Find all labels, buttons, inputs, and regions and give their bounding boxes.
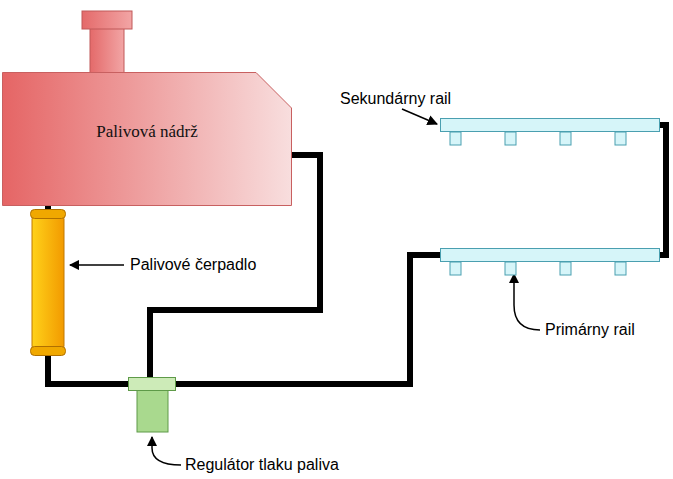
fuel-pump: Palivové čerpadlo <box>30 209 66 356</box>
injector <box>450 132 461 145</box>
node-title: Palivová nádrž <box>96 122 198 142</box>
fuel-line <box>660 125 666 255</box>
rail-shape <box>440 248 660 278</box>
injector <box>450 262 461 275</box>
pump-shape <box>30 209 66 356</box>
part-label: Palivové čerpadlo <box>130 255 256 275</box>
injector <box>560 132 571 145</box>
injector <box>505 132 516 145</box>
injector <box>505 262 516 275</box>
injector <box>615 132 626 145</box>
fuel-tank: Palivová nádrž <box>2 72 292 206</box>
injector <box>615 262 626 275</box>
part-label: Sekundárny rail <box>340 89 451 109</box>
fuel-line <box>176 255 440 384</box>
leader-line <box>402 109 437 124</box>
tank-cap <box>82 11 132 29</box>
leader-line <box>152 437 181 465</box>
tank-neck <box>90 28 124 74</box>
rail-shape <box>440 118 660 148</box>
rail-bar <box>441 249 660 262</box>
part-label: Regulátor tlaku paliva <box>185 455 339 475</box>
pump-body <box>32 215 64 350</box>
fuel-line <box>48 356 128 384</box>
part-label: Primárny rail <box>545 320 635 340</box>
regulator-plate <box>129 378 176 391</box>
tank-body <box>3 73 292 206</box>
leader-line <box>514 274 540 330</box>
leader-line <box>70 264 124 266</box>
reg-shape <box>128 377 176 433</box>
fuel-line <box>45 206 51 209</box>
pump-cap <box>31 210 66 219</box>
pressure-regulator: Regulátor tlaku paliva <box>128 377 176 433</box>
rail-bar <box>441 119 660 132</box>
secondary-rail: Sekundárny rail <box>440 118 660 132</box>
regulator-body <box>137 390 168 432</box>
primary-rail: Primárny rail <box>440 248 660 262</box>
pump-cap <box>31 347 66 356</box>
injector <box>560 262 571 275</box>
